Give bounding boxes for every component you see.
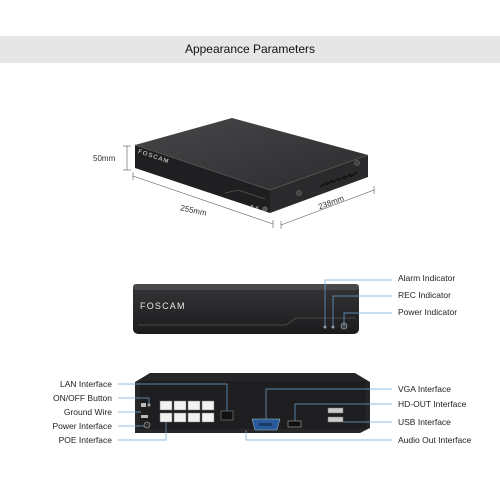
power-interface-label: Power Interface [52, 421, 112, 431]
audio-out-interface-label: Audio Out Interface [398, 435, 472, 445]
nvr-isometric-view [134, 118, 369, 213]
rec-indicator-label: REC Indicator [398, 290, 451, 300]
ground-wire-label: Ground Wire [63, 407, 112, 417]
alarm-indicator-label: Alarm Indicator [398, 273, 456, 283]
rear-callout-lines [118, 383, 392, 441]
hdout-interface-label: HD-OUT Interface [398, 399, 467, 409]
poe-interface-label: POE Interface [58, 435, 112, 445]
nvr-front-view [133, 284, 359, 334]
dimension-height-label: 50mm [93, 154, 116, 163]
page-title: Appearance Parameters [184, 42, 316, 56]
poe-port-grid [159, 400, 215, 423]
vga-interface-label: VGA Interface [398, 384, 451, 394]
power-indicator-label: Power Indicator [398, 307, 458, 317]
header-banner: Appearance Parameters [0, 36, 500, 63]
onoff-button-label: ON/OFF Button [52, 393, 112, 403]
front-callout-lines [324, 279, 392, 327]
brand-logo-front: FOSCAM [140, 301, 186, 311]
dimension-lines [123, 145, 375, 229]
usb-interface-label: USB Interface [398, 417, 451, 427]
lan-interface-label: LAN Interface [60, 379, 112, 389]
